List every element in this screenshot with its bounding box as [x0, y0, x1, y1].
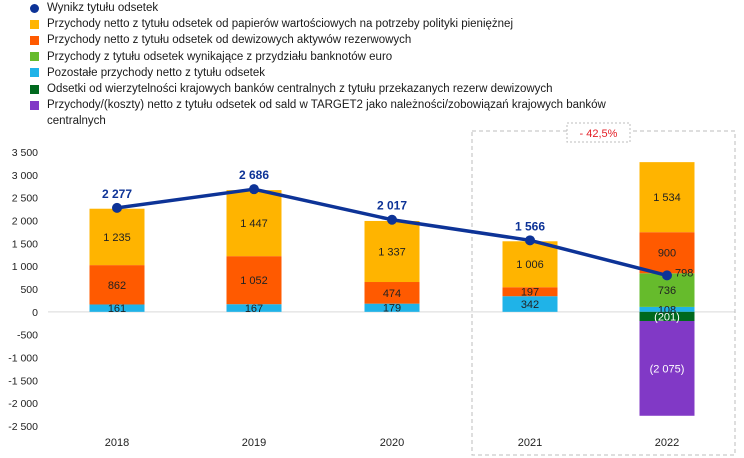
y-tick-label: -500 — [17, 330, 38, 342]
legend-swatch — [30, 35, 39, 45]
bar-segment — [502, 296, 558, 312]
legend-item: Przychody netto z tytułu odsetek od dewi… — [30, 32, 730, 48]
bar-segment — [89, 304, 145, 312]
result-point — [112, 202, 122, 213]
highlight-box — [471, 130, 736, 456]
bar-segment — [639, 232, 695, 274]
legend-swatch — [30, 84, 39, 94]
bar-value-label: 1 235 — [103, 232, 131, 244]
bar-value-label: 108 — [658, 304, 676, 316]
bar-value-label: 1 052 — [240, 275, 268, 287]
bar-value-label: 1 337 — [378, 246, 406, 258]
result-value-label: 798 — [675, 267, 693, 279]
bar-segment — [639, 321, 695, 416]
y-tick-label: 3 500 — [12, 147, 38, 159]
x-tick-label: 2021 — [518, 437, 542, 449]
legend-swatch — [30, 3, 39, 13]
y-tick-label: 1 500 — [12, 238, 38, 250]
x-tick-label: 2022 — [655, 437, 679, 449]
bar-value-label: 862 — [108, 280, 126, 292]
bar-segment — [226, 256, 282, 305]
bar-segment — [226, 190, 282, 257]
y-tick-label: 1 000 — [12, 261, 38, 273]
bar-segment — [364, 220, 420, 283]
legend-item: Przychody netto z tytułu odsetek od papi… — [30, 16, 730, 32]
legend-label: Przychody netto z tytułu odsetek od papi… — [47, 18, 513, 31]
bar-segment — [364, 282, 420, 304]
legend-swatch — [30, 19, 39, 29]
legend-label: Odsetki od wierzytelności krajowych bank… — [47, 83, 553, 96]
legend-swatch — [30, 68, 39, 78]
result-value-label: 2 277 — [102, 187, 132, 201]
bar-segment — [226, 304, 282, 312]
bar-segment — [639, 162, 695, 233]
y-tick-label: 2 500 — [12, 193, 38, 205]
result-point — [525, 235, 535, 246]
bar-segment — [639, 306, 695, 312]
y-tick-label: 0 — [32, 307, 38, 319]
legend-item: Odsetki od wierzytelności krajowych bank… — [30, 81, 730, 97]
bar-value-label: 342 — [521, 299, 539, 311]
bar-value-label: 167 — [245, 303, 263, 315]
bar-segment — [639, 311, 695, 322]
legend-item: Przychody z tytułu odsetek wynikające z … — [30, 49, 730, 65]
x-tick-label: 2019 — [242, 437, 266, 449]
bar-segment — [502, 241, 558, 288]
result-value-label: 2 017 — [377, 199, 407, 213]
bar-value-label: (201) — [654, 311, 680, 323]
bar-value-label: 1 534 — [653, 192, 681, 204]
legend-item: Wynikz tytułu odsetek — [30, 0, 730, 16]
legend-label: Przychody/(koszty) netto z tytułu odsete… — [47, 99, 606, 128]
bar-value-label: 474 — [383, 288, 401, 300]
annotation-label: - 42,5% — [580, 128, 618, 140]
y-tick-label: 3 000 — [12, 170, 38, 182]
result-value-label: 1 566 — [515, 219, 545, 233]
bar-value-label: 736 — [658, 285, 676, 297]
y-tick-label: -2 500 — [8, 421, 38, 433]
y-tick-label: 2 000 — [12, 216, 38, 228]
legend-label: Pozostałe przychody netto z tytułu odset… — [47, 66, 265, 79]
bar-value-label: 900 — [658, 248, 676, 260]
legend-swatch — [30, 52, 39, 62]
result-point — [249, 184, 259, 195]
bar-value-label: 197 — [521, 287, 539, 299]
legend-swatch — [30, 100, 39, 110]
y-tick-label: -1 000 — [8, 353, 38, 365]
bar-segment — [89, 265, 145, 305]
legend-label: Przychody z tytułu odsetek wynikające z … — [47, 50, 393, 63]
bar-value-label: 179 — [383, 303, 401, 315]
legend-label: Przychody netto z tytułu odsetek od dewi… — [47, 34, 412, 47]
bar-value-label: 161 — [108, 303, 126, 315]
y-tick-label: 500 — [20, 284, 38, 296]
result-point — [662, 270, 672, 281]
x-tick-label: 2018 — [105, 437, 129, 449]
bar-segment — [502, 287, 558, 297]
bar-value-label: 1 447 — [240, 218, 268, 230]
legend-item: Pozostałe przychody netto z tytułu odset… — [30, 65, 730, 81]
bar-segment — [89, 208, 145, 266]
result-point — [387, 214, 397, 225]
y-tick-label: -2 000 — [8, 398, 38, 410]
result-value-label: 2 686 — [239, 168, 269, 182]
bar-value-label: (2 075) — [650, 363, 685, 375]
legend-item: Przychody/(koszty) netto z tytułu odsete… — [30, 97, 730, 129]
x-tick-label: 2020 — [380, 437, 404, 449]
bar-value-label: 1 006 — [516, 259, 544, 271]
bar-segment — [364, 303, 420, 312]
y-tick-label: -1 500 — [8, 375, 38, 387]
annotation-box — [566, 122, 631, 143]
legend-label: Wynikz tytułu odsetek — [47, 2, 159, 14]
